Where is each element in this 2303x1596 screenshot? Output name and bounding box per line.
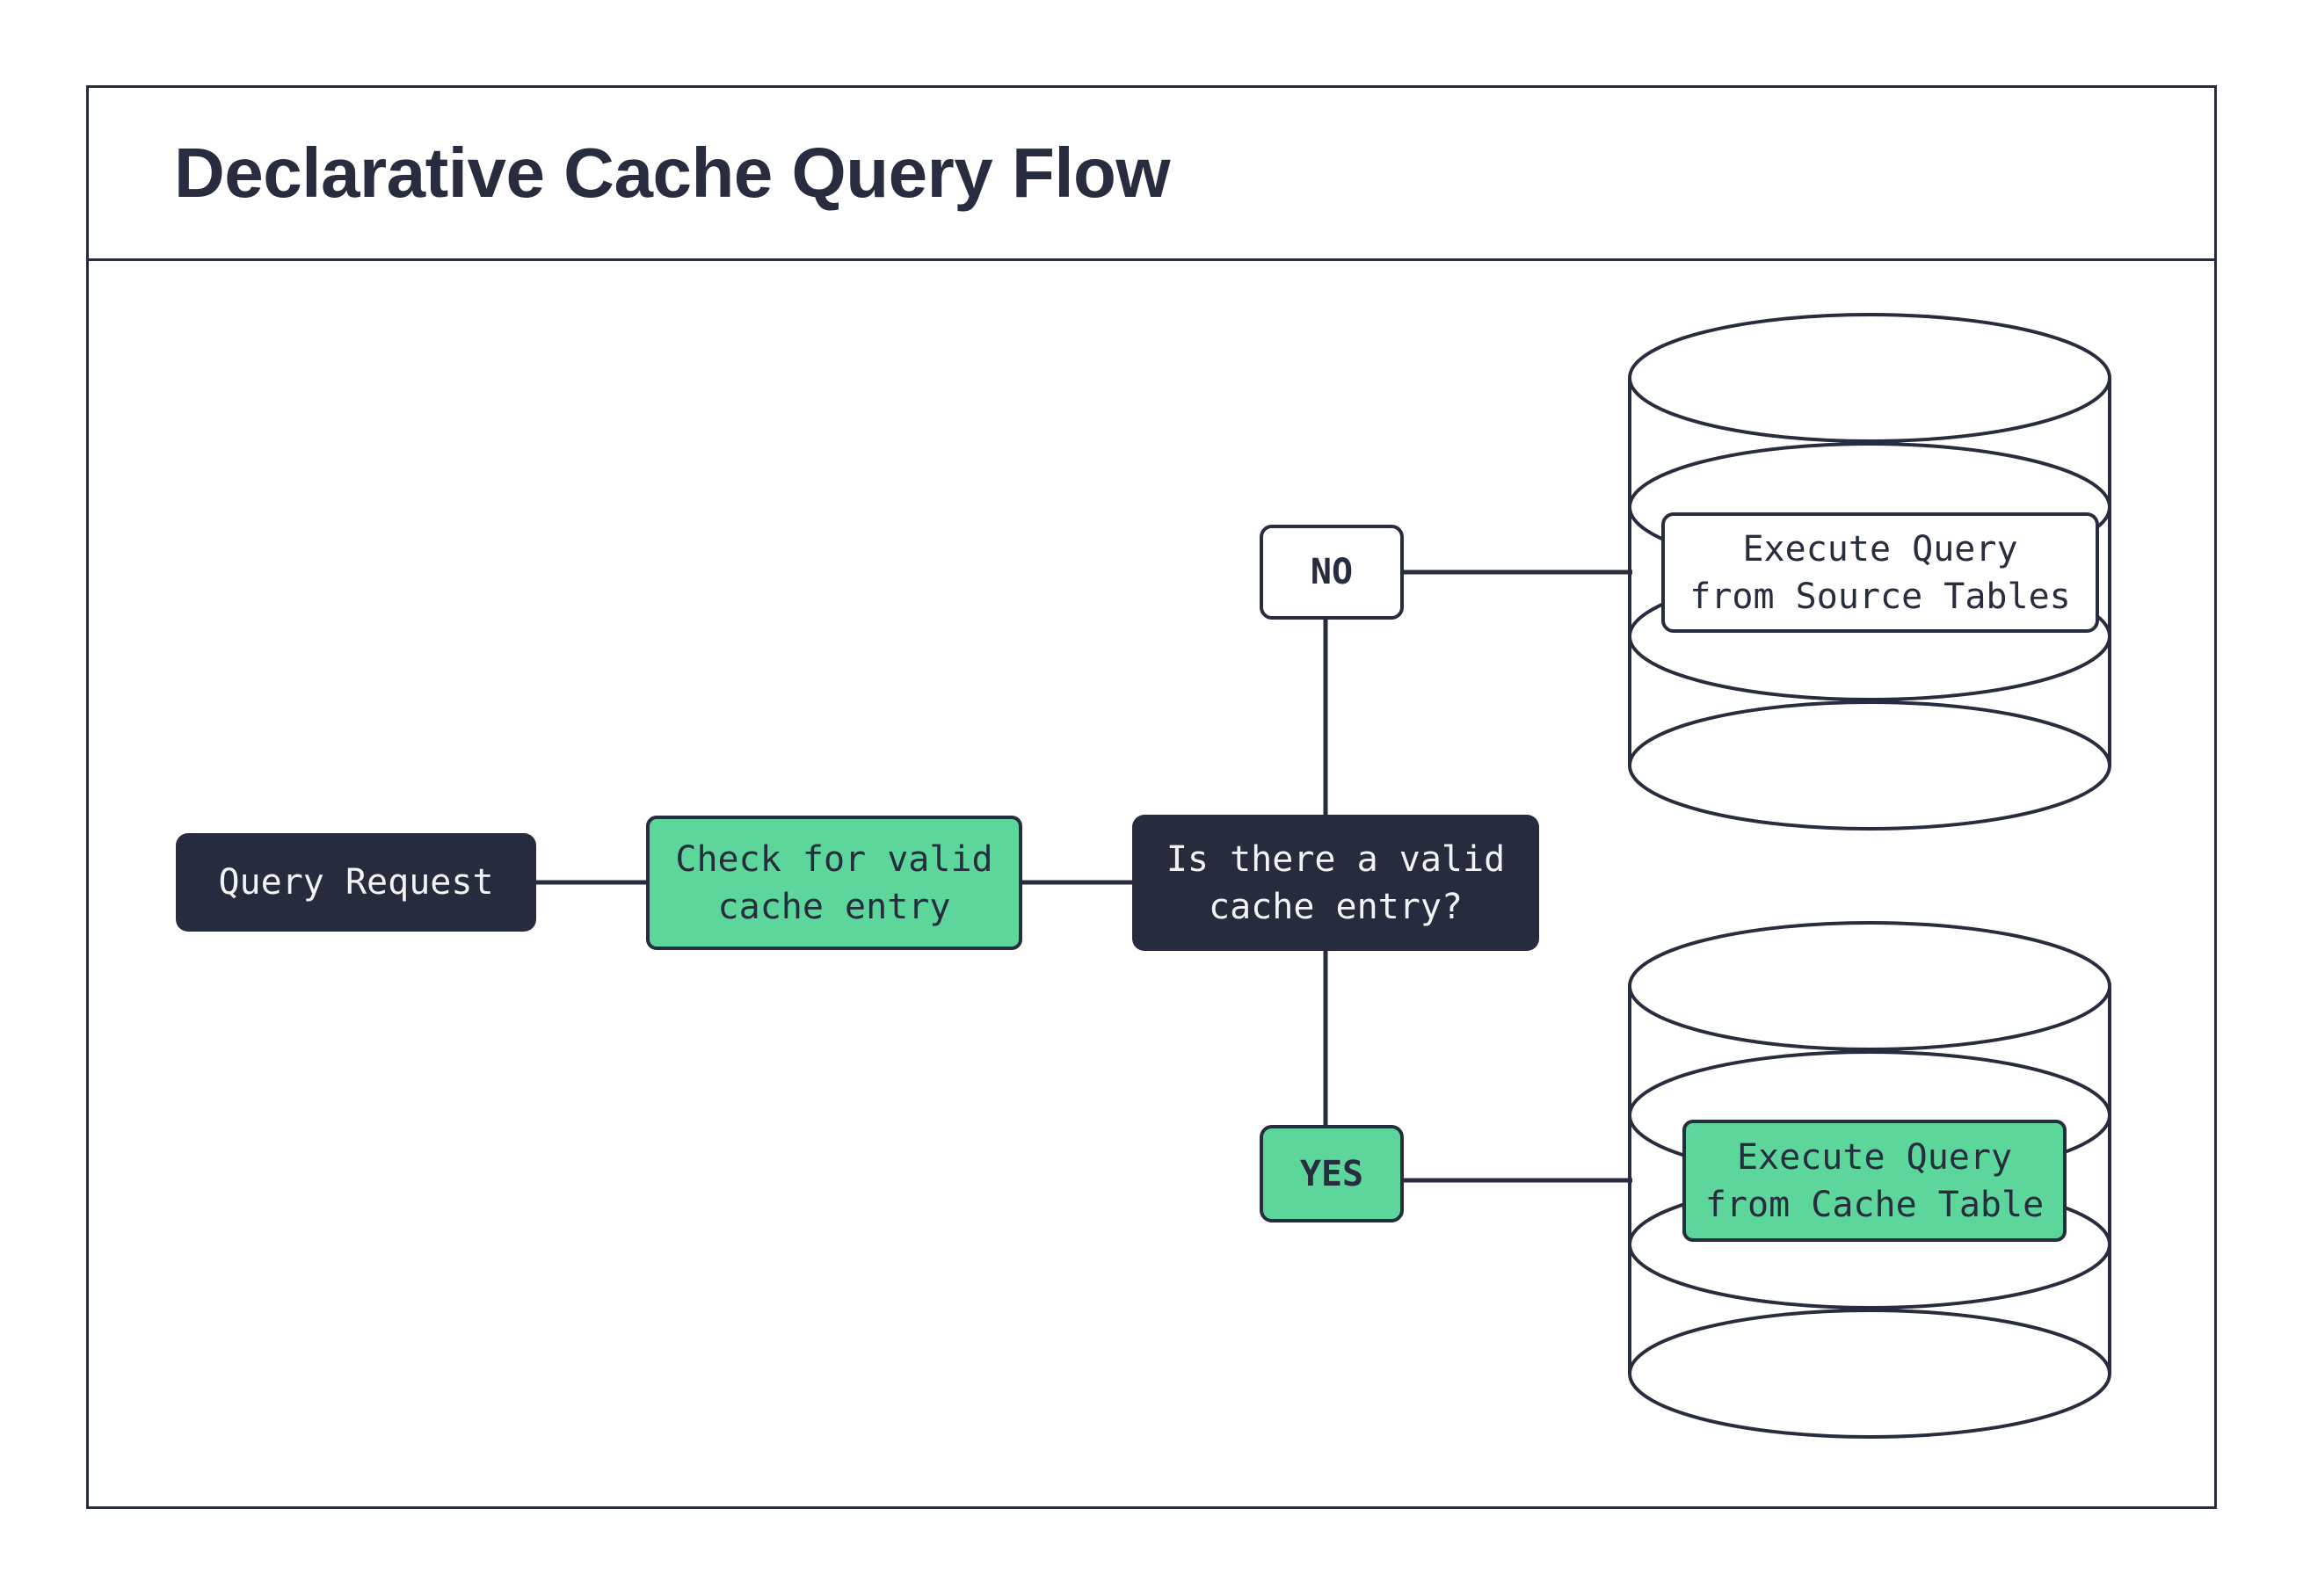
node-execute-cache: Execute Query from Cache Table bbox=[1682, 1120, 2067, 1242]
page-title: Declarative Cache Query Flow bbox=[174, 134, 1171, 212]
cache-database-cylinder bbox=[1628, 921, 2111, 1439]
node-branch-yes: YES bbox=[1260, 1125, 1404, 1222]
node-execute-source: Execute Query from Source Tables bbox=[1661, 512, 2099, 633]
node-check-cache: Check for valid cache entry bbox=[646, 816, 1022, 950]
outer-frame: Declarative Cache Query Flow bbox=[86, 85, 2217, 1509]
node-query-request: Query Request bbox=[176, 833, 536, 932]
node-branch-no: NO bbox=[1260, 525, 1404, 620]
connector-lines bbox=[536, 569, 1632, 1183]
node-decision-valid-cache: Is there a valid cache entry? bbox=[1132, 815, 1539, 951]
title-bar: Declarative Cache Query Flow bbox=[89, 88, 2214, 261]
